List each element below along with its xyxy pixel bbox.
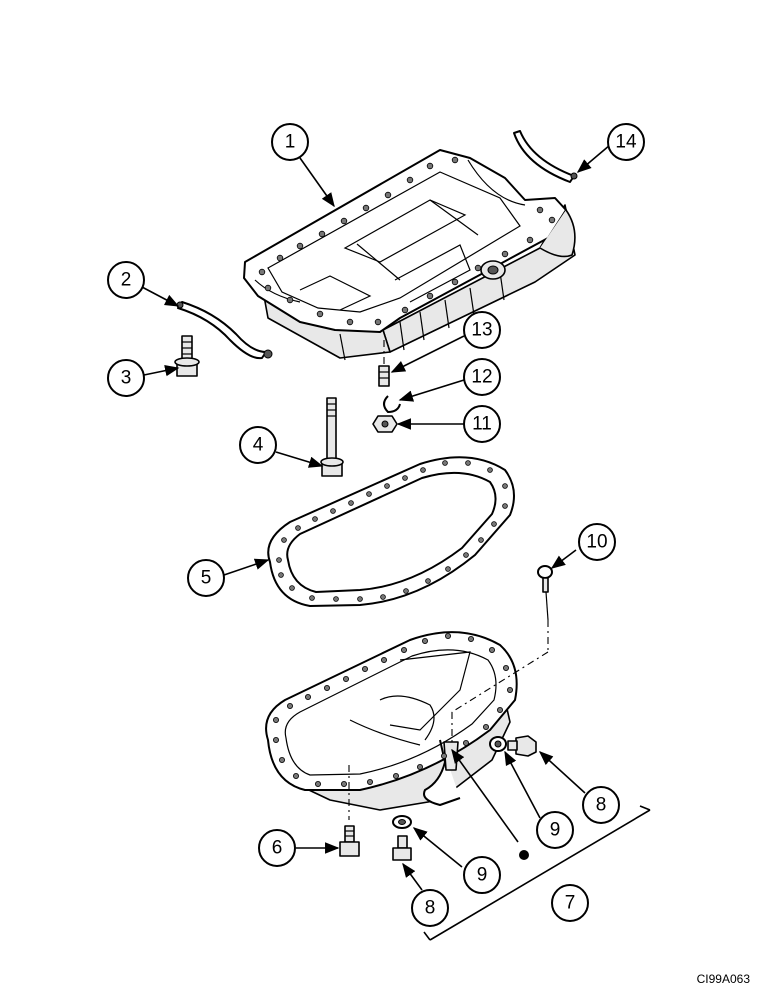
reference-dot	[519, 850, 529, 860]
upper-oil-pan	[243, 149, 576, 361]
long-bolt	[320, 397, 344, 477]
figure-code: CI99A063	[696, 972, 750, 986]
clip-12	[383, 395, 401, 413]
washer-9-side	[489, 736, 507, 752]
lower-oil-pan	[265, 631, 518, 811]
callout-label: 1	[285, 132, 296, 153]
callout-label: 12	[471, 367, 492, 388]
callout-label: 8	[596, 795, 607, 816]
bolt-6	[339, 825, 360, 857]
callout-9-side: 9	[536, 811, 574, 849]
callout-label: 4	[253, 435, 264, 456]
callout-label: 11	[472, 414, 492, 435]
callout-9-bottom: 9	[463, 856, 501, 894]
front-seal	[176, 301, 273, 360]
stud-13	[378, 365, 390, 387]
callout-8-side: 8	[582, 786, 620, 824]
callout-2: 2	[107, 261, 145, 299]
drain-plug-8-bottom	[392, 835, 412, 861]
callout-label: 3	[121, 368, 132, 389]
callout-label: 2	[121, 270, 132, 291]
callout-7: 7	[551, 884, 589, 922]
callout-label: 13	[471, 320, 492, 341]
callout-11: 11	[463, 405, 501, 443]
drain-plug-8-side	[507, 735, 537, 757]
callout-6: 6	[258, 829, 296, 867]
callout-8-bottom: 8	[411, 889, 449, 927]
gasket	[267, 456, 515, 607]
callout-label: 10	[586, 532, 607, 553]
washer-9-bottom	[392, 815, 412, 829]
callout-5: 5	[187, 559, 225, 597]
callout-4: 4	[239, 426, 277, 464]
callout-1: 1	[271, 123, 309, 161]
callout-13: 13	[463, 311, 501, 349]
callout-3: 3	[107, 359, 145, 397]
callout-label: 7	[565, 893, 576, 914]
callout-14: 14	[607, 123, 645, 161]
kit-bracket	[429, 809, 651, 941]
callout-label: 6	[272, 838, 283, 859]
rear-seal	[513, 130, 578, 183]
callout-label: 8	[425, 898, 436, 919]
callout-label: 9	[550, 820, 561, 841]
nut-11	[372, 415, 398, 433]
flange-bolt	[174, 335, 200, 377]
callout-12: 12	[463, 358, 501, 396]
callout-label: 9	[477, 865, 488, 886]
leader-lines	[141, 144, 611, 891]
callout-label: 5	[201, 568, 212, 589]
callout-10: 10	[578, 523, 616, 561]
dipstick	[537, 565, 553, 652]
callout-label: 14	[615, 132, 637, 153]
